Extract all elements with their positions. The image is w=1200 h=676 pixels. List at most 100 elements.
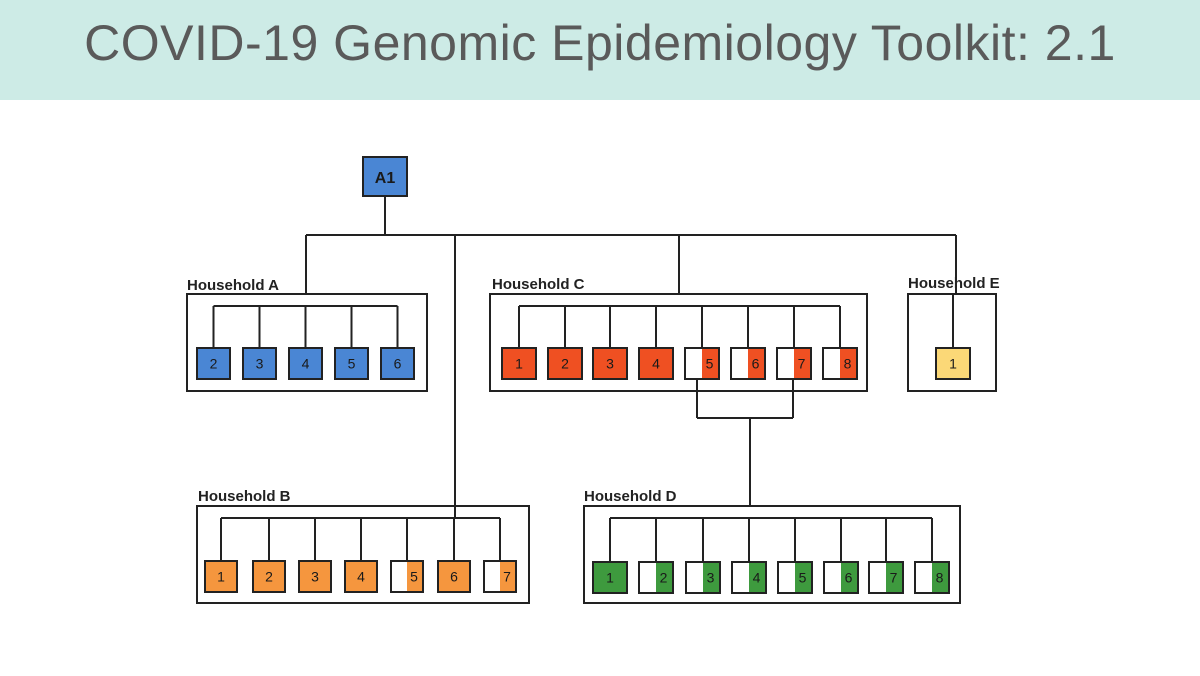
member-box bbox=[298, 560, 332, 593]
household-c-member-6: 6 bbox=[730, 347, 766, 380]
member-box bbox=[592, 561, 628, 594]
household-b-member-7: 7 bbox=[483, 560, 517, 593]
household-b-member-3: 3 bbox=[298, 560, 332, 593]
member-box-filled-half bbox=[886, 562, 903, 593]
household-d-member-1: 1 bbox=[592, 561, 628, 594]
household-e: Household E 1 bbox=[907, 275, 1000, 392]
household-a-member-6: 6 bbox=[380, 347, 415, 380]
household-e-member-1: 1 bbox=[935, 347, 971, 380]
member-box-outline bbox=[483, 560, 517, 593]
member-label: 6 bbox=[752, 356, 760, 372]
member-box-outline bbox=[823, 561, 859, 594]
member-label: 3 bbox=[606, 356, 614, 372]
root-case-a1: A1 bbox=[362, 156, 408, 197]
member-label: 5 bbox=[706, 356, 714, 372]
member-label: 5 bbox=[410, 569, 418, 585]
member-box-filled-half bbox=[407, 561, 423, 592]
household-e-label: Household E bbox=[908, 275, 1000, 292]
member-box-filled-half bbox=[840, 348, 857, 379]
member-box bbox=[935, 347, 971, 380]
household-b-member-1: 1 bbox=[204, 560, 238, 593]
member-label: 6 bbox=[845, 570, 853, 586]
member-label: 1 bbox=[217, 569, 225, 585]
member-box bbox=[196, 347, 231, 380]
household-d-member-2: 2 bbox=[638, 561, 674, 594]
member-label: 8 bbox=[844, 356, 852, 372]
member-box-outline bbox=[868, 561, 904, 594]
member-box bbox=[501, 347, 537, 380]
household-c-member-7: 7 bbox=[776, 347, 812, 380]
member-box bbox=[437, 560, 471, 593]
member-label: 8 bbox=[936, 570, 944, 586]
member-box-filled-half bbox=[702, 348, 719, 379]
member-box bbox=[547, 347, 583, 380]
member-box bbox=[242, 347, 277, 380]
member-box-filled-half bbox=[749, 562, 766, 593]
household-d-member-6: 6 bbox=[823, 561, 859, 594]
household-a-member-3: 3 bbox=[242, 347, 277, 380]
household-b-member-2: 2 bbox=[252, 560, 286, 593]
member-box-filled-half bbox=[703, 562, 720, 593]
household-e-frame bbox=[907, 293, 997, 392]
member-box-outline bbox=[776, 347, 812, 380]
member-label: 5 bbox=[799, 570, 807, 586]
household-d-label: Household D bbox=[584, 488, 677, 505]
member-label: 3 bbox=[256, 356, 264, 372]
member-box-outline bbox=[390, 560, 424, 593]
member-label: 2 bbox=[660, 570, 668, 586]
root-case-box bbox=[362, 156, 408, 197]
household-b-label: Household B bbox=[198, 488, 291, 505]
household-c-member-4: 4 bbox=[638, 347, 674, 380]
household-d-member-5: 5 bbox=[777, 561, 813, 594]
household-b-frame bbox=[196, 505, 530, 604]
household-c-member-3: 3 bbox=[592, 347, 628, 380]
member-box-outline bbox=[684, 347, 720, 380]
household-c-member-8: 8 bbox=[822, 347, 858, 380]
household-a: Household A 2 3 4 5 6 bbox=[186, 277, 428, 392]
household-b-member-6: 6 bbox=[437, 560, 471, 593]
member-label: 4 bbox=[302, 356, 310, 372]
member-box bbox=[288, 347, 323, 380]
member-box-filled-half bbox=[795, 562, 812, 593]
household-d-member-3: 3 bbox=[685, 561, 721, 594]
connector-lines bbox=[212, 196, 957, 562]
member-box-outline bbox=[638, 561, 674, 594]
member-box bbox=[334, 347, 369, 380]
household-d: Household D 1 2 3 4 5 6 7 8 bbox=[583, 488, 961, 604]
member-box-filled-half bbox=[841, 562, 858, 593]
household-a-label: Household A bbox=[187, 277, 279, 294]
member-box bbox=[252, 560, 286, 593]
household-d-member-7: 7 bbox=[868, 561, 904, 594]
member-box-filled-half bbox=[794, 348, 811, 379]
member-box-filled-half bbox=[748, 348, 765, 379]
household-c-member-1: 1 bbox=[501, 347, 537, 380]
household-b-member-4: 4 bbox=[344, 560, 378, 593]
member-label: 2 bbox=[265, 569, 273, 585]
member-box bbox=[638, 347, 674, 380]
member-label: 4 bbox=[652, 356, 660, 372]
member-label: 2 bbox=[210, 356, 218, 372]
member-label: 3 bbox=[311, 569, 319, 585]
member-label: 3 bbox=[707, 570, 715, 586]
household-a-member-5: 5 bbox=[334, 347, 369, 380]
household-c-frame bbox=[489, 293, 868, 392]
household-d-member-8: 8 bbox=[914, 561, 950, 594]
member-box-outline bbox=[777, 561, 813, 594]
member-label: 4 bbox=[753, 570, 761, 586]
member-box bbox=[344, 560, 378, 593]
household-b-member-5: 5 bbox=[390, 560, 424, 593]
household-c-member-5: 5 bbox=[684, 347, 720, 380]
member-label: 7 bbox=[890, 570, 898, 586]
household-a-frame bbox=[186, 293, 428, 392]
member-label: 1 bbox=[515, 356, 523, 372]
slide-title: COVID-19 Genomic Epidemiology Toolkit: 2… bbox=[84, 15, 1116, 71]
household-c-member-2: 2 bbox=[547, 347, 583, 380]
root-case-label: A1 bbox=[375, 170, 396, 187]
member-label: 5 bbox=[348, 356, 356, 372]
household-d-member-4: 4 bbox=[731, 561, 767, 594]
member-label: 4 bbox=[357, 569, 365, 585]
